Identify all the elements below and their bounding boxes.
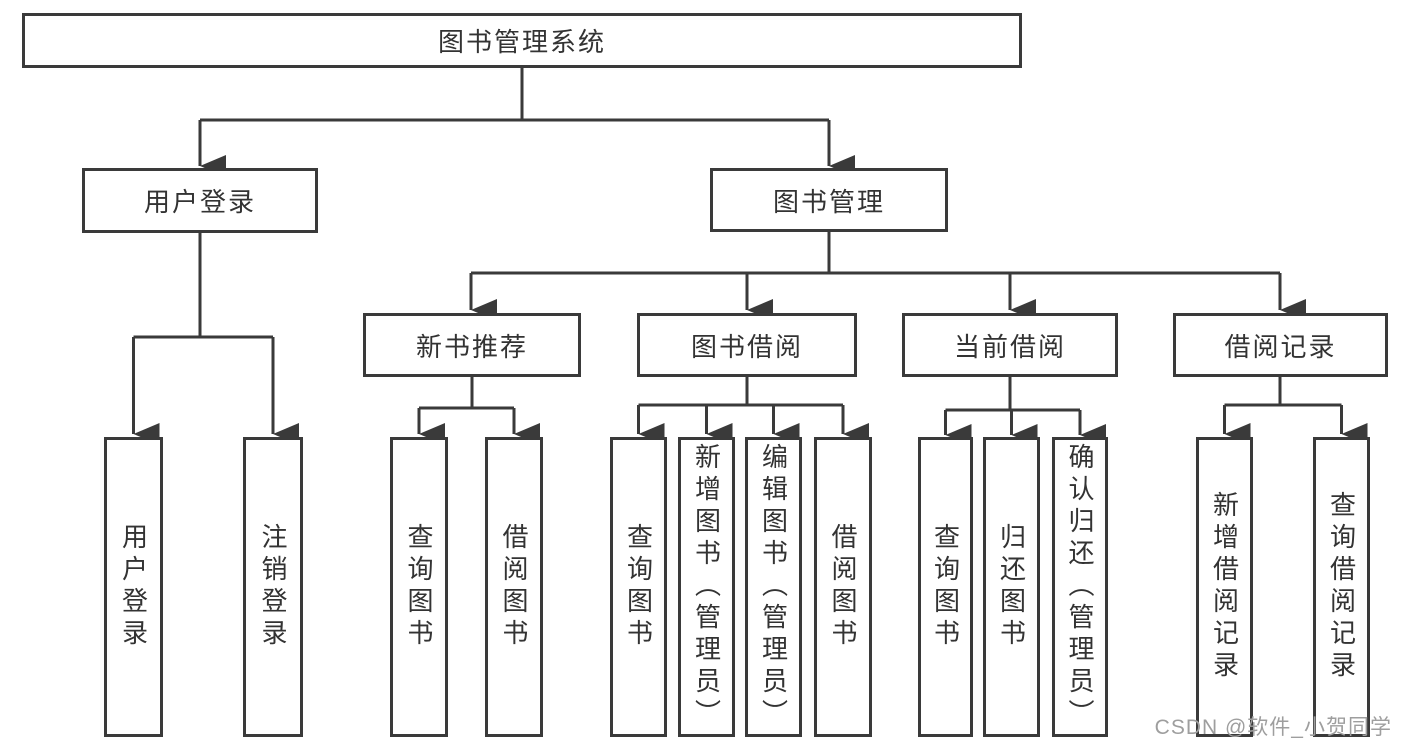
leaf-logout: 注销登录 bbox=[243, 437, 303, 737]
node-borrow-record: 借阅记录 bbox=[1173, 313, 1388, 377]
leaf-edit-book-admin-label: 编辑图书（管理员） bbox=[758, 443, 789, 731]
leaf-borrow-book-label: 借阅图书 bbox=[828, 523, 858, 651]
leaf-query-book-recommend: 查询图书 bbox=[390, 437, 448, 737]
node-book-management: 图书管理 bbox=[710, 168, 948, 232]
node-root-label: 图书管理系统 bbox=[437, 27, 606, 57]
node-root: 图书管理系统 bbox=[22, 13, 1022, 68]
leaf-add-borrow-record-label: 新增借阅记录 bbox=[1209, 491, 1240, 683]
leaf-query-book-borrow-label: 查询图书 bbox=[623, 523, 654, 651]
leaf-return-book-label: 归还图书 bbox=[996, 523, 1027, 651]
leaf-add-book-admin-label: 新增图书（管理员） bbox=[691, 443, 722, 731]
node-user-login-label: 用户登录 bbox=[143, 187, 256, 217]
leaf-user-login-label: 用户登录 bbox=[118, 523, 149, 651]
leaf-query-book-recommend-label: 查询图书 bbox=[404, 523, 434, 651]
connector-book-management-trunk bbox=[471, 232, 1280, 275]
leaf-borrow-book-recommend: 借阅图书 bbox=[485, 437, 543, 737]
leaf-return-book: 归还图书 bbox=[983, 437, 1040, 737]
leaf-query-book-borrow: 查询图书 bbox=[610, 437, 667, 737]
connector-borrow-record-trunk bbox=[1224, 377, 1342, 407]
node-current-borrow-label: 当前借阅 bbox=[953, 331, 1066, 362]
node-book-borrow-label: 图书借阅 bbox=[690, 331, 803, 362]
connector-book-borrow-trunk bbox=[638, 377, 843, 407]
leaf-query-book-current-label: 查询图书 bbox=[930, 523, 961, 651]
leaf-confirm-return-admin-label: 确认归还（管理员） bbox=[1065, 443, 1095, 731]
connector-new-book-recommend-trunk bbox=[419, 377, 514, 410]
leaf-user-login: 用户登录 bbox=[104, 437, 163, 737]
node-new-book-recommend: 新书推荐 bbox=[363, 313, 581, 377]
leaf-query-book-current: 查询图书 bbox=[918, 437, 973, 737]
leaf-add-borrow-record: 新增借阅记录 bbox=[1196, 437, 1253, 737]
leaf-logout-label: 注销登录 bbox=[258, 523, 288, 651]
leaf-query-borrow-record: 查询借阅记录 bbox=[1313, 437, 1370, 737]
csdn-watermark: CSDN @软件_小贺同学 bbox=[1154, 716, 1392, 739]
node-current-borrow: 当前借阅 bbox=[902, 313, 1118, 377]
node-borrow-record-label: 借阅记录 bbox=[1224, 331, 1337, 362]
leaf-borrow-book-recommend-label: 借阅图书 bbox=[499, 523, 529, 651]
connector-root-trunk bbox=[200, 68, 829, 122]
node-book-borrow: 图书借阅 bbox=[637, 313, 857, 377]
connector-current-borrow-trunk bbox=[945, 377, 1080, 412]
connector-user-login-trunk bbox=[133, 233, 273, 339]
leaf-confirm-return-admin: 确认归还（管理员） bbox=[1052, 437, 1108, 737]
leaf-query-borrow-record-label: 查询借阅记录 bbox=[1326, 491, 1357, 683]
leaf-add-book-admin: 新增图书（管理员） bbox=[678, 437, 735, 737]
node-new-book-recommend-label: 新书推荐 bbox=[415, 331, 528, 362]
node-user-login: 用户登录 bbox=[82, 168, 318, 233]
leaf-edit-book-admin: 编辑图书（管理员） bbox=[745, 437, 802, 737]
leaf-borrow-book: 借阅图书 bbox=[814, 437, 872, 737]
node-book-management-label: 图书管理 bbox=[772, 186, 885, 217]
